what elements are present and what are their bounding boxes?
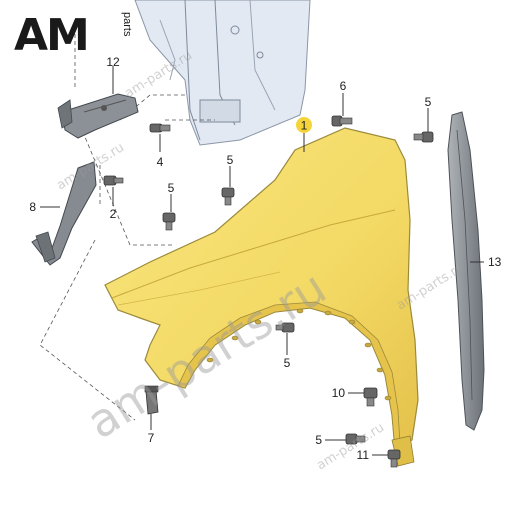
fastener-screw-5e[interactable] [345, 433, 366, 445]
logo-main: AM [14, 10, 88, 61]
assembly-guide-lines [39, 20, 215, 421]
side-bracket[interactable] [31, 161, 97, 266]
callout-5-bottom: 5 [315, 433, 322, 447]
callout-2: 2 [110, 207, 117, 221]
callout-10: 10 [332, 386, 346, 400]
callout-5-arch: 5 [284, 356, 291, 370]
callout-8: 8 [29, 200, 36, 214]
fastener-screw-5c[interactable] [413, 131, 434, 143]
callout-6: 6 [340, 79, 347, 93]
callout-13: 13 [488, 255, 502, 269]
fastener-nut-10[interactable] [363, 387, 378, 407]
fastener-clip-7[interactable] [144, 385, 159, 415]
fastener-bolt-2[interactable] [103, 175, 124, 186]
watermark-small-bottom: am-parts.ru [314, 420, 387, 473]
callout-labels: 1 12 6 5 4 2 5 5 8 13 5 7 10 5 11 [29, 55, 501, 462]
fastener-bolt-6[interactable] [331, 115, 353, 127]
callout-4: 4 [157, 155, 164, 169]
fastener-bolt-4[interactable] [149, 123, 171, 133]
fastener-clip-11[interactable] [387, 449, 401, 468]
callout-5-top-right: 5 [425, 95, 432, 109]
fastener-screw-5b[interactable] [221, 187, 235, 206]
upper-mounting-bracket[interactable] [57, 93, 139, 139]
callout-7: 7 [148, 431, 155, 445]
callout-11: 11 [357, 448, 370, 462]
callout-12: 12 [106, 55, 120, 69]
fender-seal-strip[interactable] [447, 111, 485, 431]
callout-5-left: 5 [168, 181, 175, 195]
car-body-structure [134, 0, 311, 146]
callout-1-badge [296, 117, 312, 133]
leader-lines [40, 66, 484, 456]
logo-sub: parts [121, 12, 133, 37]
fastener-screw-5d[interactable] [275, 322, 295, 333]
callout-5-center: 5 [227, 153, 234, 167]
am-parts-logo: AM parts [14, 10, 133, 61]
fastener-screw-5a[interactable] [162, 212, 176, 231]
callout-1: 1 [301, 119, 308, 133]
